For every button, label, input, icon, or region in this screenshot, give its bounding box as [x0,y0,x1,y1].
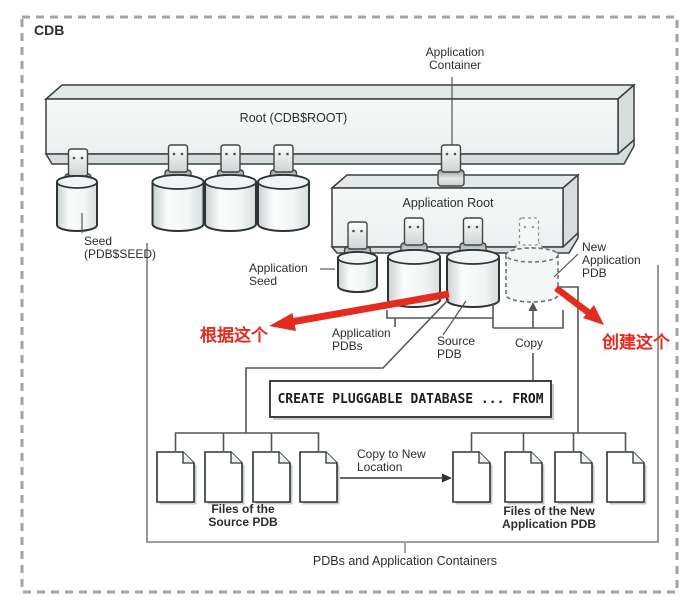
application-seed-label: Application Seed [249,261,308,288]
bracket-application-pdbs [386,303,494,328]
files-new-label: Files of the New Application PDB [501,504,596,531]
copy-up-arrowhead [528,302,538,311]
pdbs-containers-box [146,243,659,543]
pdb-cylinder-3 [257,144,310,232]
sql-statement-box [269,380,554,420]
new-application-pdb-label: New Application PDB [582,240,641,280]
root-label: Root (CDB$ROOT) [239,111,348,125]
seed-label: Seed (PDB$SEED) [84,234,157,261]
copy-to-new-location-label: Copy to New Location [357,447,426,474]
files-source-label: Files of the Source PDB [208,502,278,529]
cdb-label: CDB [34,22,65,38]
plug-icon [437,144,465,187]
annotation-create-this: 创建这个 [602,333,670,352]
file-icon [452,451,493,505]
bracket-copy [493,302,564,381]
new-application-pdb-leader [553,253,579,278]
file-icon [299,451,340,505]
red-arrow-right [554,285,604,325]
copy-label: Copy [515,336,544,350]
new-application-pdb-dashed [505,217,559,303]
annotation-based-on-this: 根据这个 [200,326,268,345]
pdb-cylinder-1 [151,144,205,232]
file-icon [156,451,197,505]
application-seed-group [337,221,378,293]
application-pdb-source [446,217,500,308]
file-icon [504,451,545,505]
file-icon [204,451,245,505]
application-container-plug [437,77,465,187]
new-files-connector [470,286,627,451]
root-container-bar [44,83,636,165]
sql-statement-text: CREATE PLUGGABLE DATABASE ... FROM [277,391,544,407]
file-icon [606,451,647,505]
cdb-dashed-border [20,15,679,594]
source-pdb-label: Source PDB [437,334,476,361]
application-root-label: Application Root [402,196,494,210]
red-arrow-left [269,290,450,331]
file-icon [554,451,595,505]
application-pdbs-label: Application PDBs [332,326,391,353]
files-source-group [156,451,340,505]
file-icon [252,451,293,505]
files-new-group [452,451,647,505]
pdb-cylinder-2 [204,144,257,232]
bottom-label: PDBs and Application Containers [312,554,498,568]
seed-pdb-group [56,148,98,232]
application-pdb-1 [387,217,441,308]
source-files-connector [174,298,450,451]
application-container-label: Application Container [425,45,485,72]
copy-to-new-location-arrow [340,473,452,483]
